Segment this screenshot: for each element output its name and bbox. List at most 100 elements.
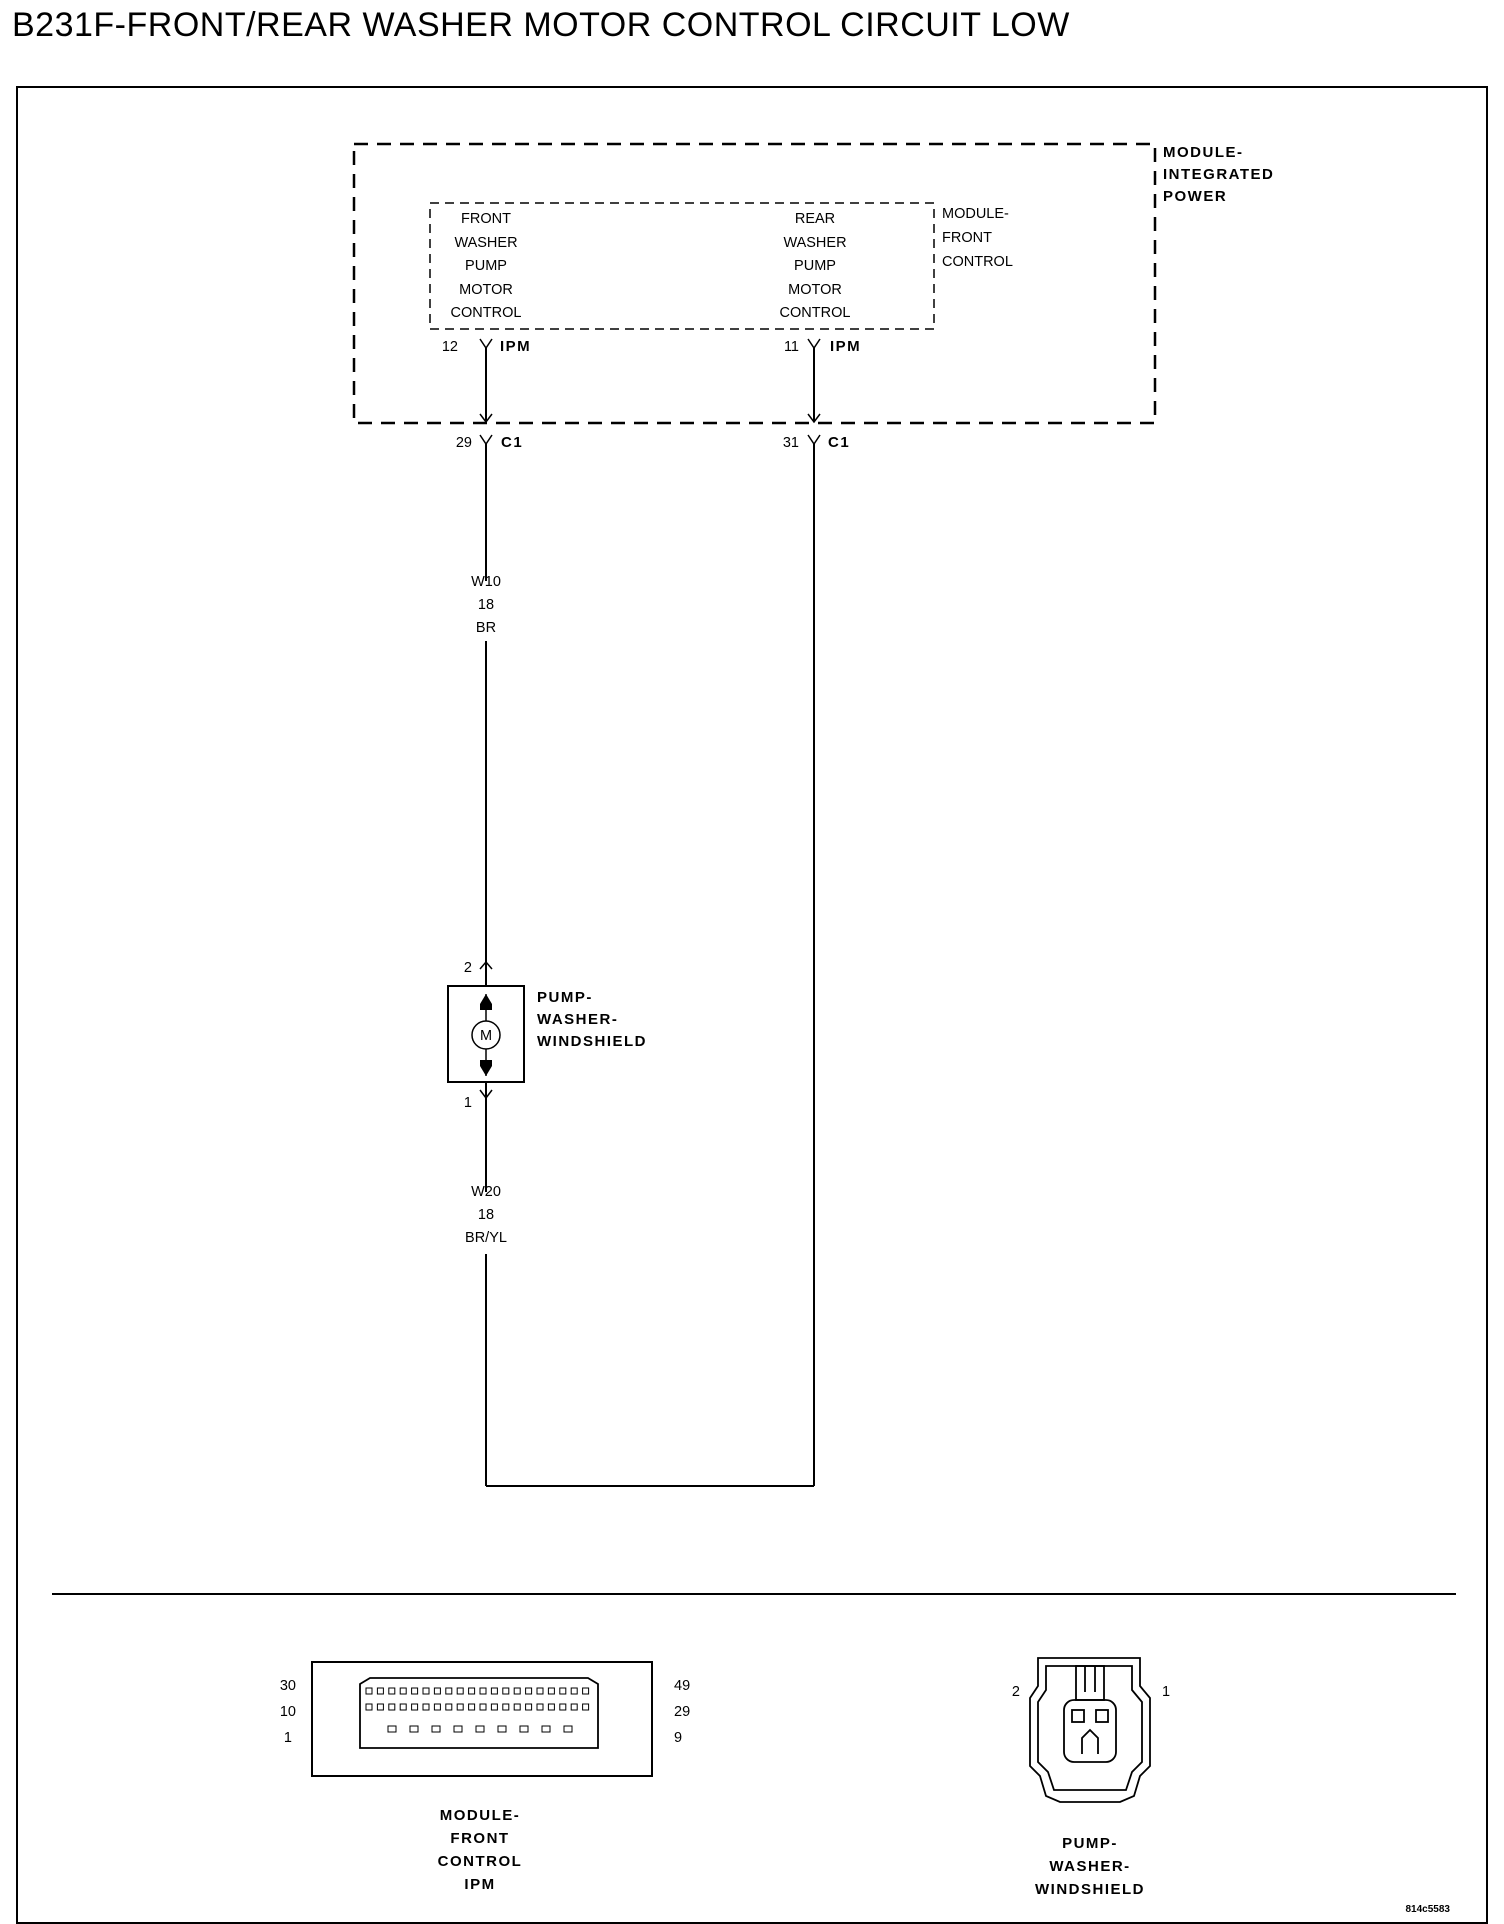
pump-connector-cavity (1063, 1699, 1117, 1763)
module-pin-cavity (376, 1687, 384, 1695)
module-pin-cavity (388, 1687, 396, 1695)
module-pin-10: 10 (280, 1704, 296, 1720)
pump-pin-1: 1 (464, 1095, 472, 1111)
module-pin-cavity (399, 1687, 407, 1695)
front-circuit (479, 338, 493, 986)
module-pin-cavity (490, 1703, 498, 1711)
pump-label-1: PUMP- (537, 989, 593, 1006)
module-pin-29: 29 (674, 1704, 690, 1720)
module-pin-cavity (411, 1703, 419, 1711)
module-pin-cavity (388, 1703, 396, 1711)
c1-29-connector-symbol (479, 434, 493, 446)
module-pin-cavity (547, 1687, 555, 1695)
rear-control-line-1: REAR (795, 211, 835, 227)
module-connector-shell (359, 1677, 599, 1749)
wire-w10-label: W10 18 BR (471, 574, 501, 636)
page-title: B231F-FRONT/REAR WASHER MOTOR CONTROL CI… (12, 6, 1070, 44)
pump-connector-key (1081, 1728, 1099, 1754)
front-control-line-1: FRONT (461, 211, 511, 227)
module-connector-label: MODULE- FRONT CONTROL IPM (438, 1807, 523, 1893)
ipm-connector-rear: IPM (830, 338, 861, 355)
module-pin-cavity (468, 1687, 476, 1695)
front-control-block: FRONT WASHER PUMP MOTOR CONTROL (451, 211, 522, 321)
w10-gauge: 18 (478, 597, 494, 613)
module-pin-cavity (479, 1703, 487, 1711)
module-pin-cavity (525, 1703, 533, 1711)
motor-letter: M (480, 1028, 492, 1044)
module-pin-cavity (433, 1703, 441, 1711)
w10-color: BR (476, 620, 496, 636)
module-pin-cavity (431, 1725, 441, 1733)
module-view-label-3: CONTROL (438, 1853, 523, 1870)
module-pin-cavity (479, 1687, 487, 1695)
pump-connector-label: PUMP- WASHER- WINDSHIELD (1035, 1835, 1145, 1898)
schematic-frame: MODULE- INTEGRATED POWER MODULE- FRONT C… (16, 86, 1488, 1924)
module-pin-cavity (490, 1687, 498, 1695)
ipm-pin-12: 12 (442, 339, 458, 355)
pump-label-2: WASHER- (537, 1011, 618, 1028)
c1-pin-29: 29 (456, 435, 472, 451)
c1-connector-front: C1 (501, 434, 523, 451)
w20-color: BR/YL (465, 1230, 507, 1246)
pump-view-label-2: WASHER- (1049, 1858, 1130, 1875)
module-integrated-power-box (352, 142, 1157, 425)
c1-connector-rear: C1 (828, 434, 850, 451)
module-pin-cavity (475, 1725, 485, 1733)
module-pin-cavity (570, 1687, 578, 1695)
module-view-label-1: MODULE- (440, 1807, 521, 1824)
pump-pin-2: 2 (464, 960, 472, 976)
rear-circuit (807, 338, 821, 1486)
pump-view-pin-1: 1 (1162, 1684, 1170, 1700)
pump-view-label-3: WINDSHIELD (1035, 1881, 1145, 1898)
module-pin-cavity (445, 1703, 453, 1711)
module-pin-cavity (502, 1687, 510, 1695)
pump-connector-view (1029, 1657, 1151, 1803)
module-pin-cavity (422, 1687, 430, 1695)
module-pin-cavity (453, 1725, 463, 1733)
module-fc-label-3: CONTROL (942, 254, 1013, 270)
module-pin-cavity (536, 1703, 544, 1711)
rear-control-line-4: MOTOR (788, 282, 842, 298)
pump-view-pin-2: 2 (1012, 1684, 1020, 1700)
pump-label-3: WINDSHIELD (537, 1033, 647, 1050)
figure-id: 814c5583 (1406, 1904, 1451, 1915)
module-view-label-2: FRONT (450, 1830, 509, 1847)
module-pin-cavity (409, 1725, 419, 1733)
module-pin-cavity (365, 1687, 373, 1695)
rear-arrow-head (807, 413, 821, 424)
front-control-line-4: MOTOR (459, 282, 513, 298)
module-pin-cavity (422, 1703, 430, 1711)
module-pin-30: 30 (280, 1678, 296, 1694)
module-pin-cavity (547, 1703, 555, 1711)
module-pin-cavity (525, 1687, 533, 1695)
module-pin-1: 1 (284, 1730, 292, 1746)
module-pin-cavity (456, 1687, 464, 1695)
rear-control-block: REAR WASHER PUMP MOTOR CONTROL (780, 211, 851, 321)
module-ipm-label-2: INTEGRATED (1163, 166, 1274, 183)
module-pin-cavity (582, 1703, 590, 1711)
front-control-line-2: WASHER (454, 235, 517, 251)
module-pin-cavity (559, 1703, 567, 1711)
module-fc-label-1: MODULE- (942, 206, 1009, 222)
module-pin-cavity (411, 1687, 419, 1695)
module-view-label-4: IPM (464, 1876, 495, 1893)
module-pin-cavity (376, 1703, 384, 1711)
module-ipm-label-1: MODULE- (1163, 144, 1244, 161)
w20-code: W20 (471, 1184, 501, 1200)
module-fc-label-2: FRONT (942, 230, 992, 246)
module-pin-cavity (502, 1703, 510, 1711)
module-pin-cavity (513, 1703, 521, 1711)
module-pin-cavity (536, 1687, 544, 1695)
pump-motor: M (447, 985, 525, 1083)
pump-connector-latch (1075, 1665, 1105, 1701)
ipm-11-connector-symbol (807, 338, 821, 350)
module-pin-cavity (563, 1725, 573, 1733)
module-pin-cavity (570, 1703, 578, 1711)
rear-control-line-3: PUMP (794, 258, 836, 274)
module-connector-outline (311, 1661, 653, 1777)
module-pin-cavity (445, 1687, 453, 1695)
w20-gauge: 18 (478, 1207, 494, 1223)
module-pin-cavity (497, 1725, 507, 1733)
wire-w20-label: W20 18 BR/YL (465, 1184, 507, 1246)
rear-control-line-5: CONTROL (780, 305, 851, 321)
